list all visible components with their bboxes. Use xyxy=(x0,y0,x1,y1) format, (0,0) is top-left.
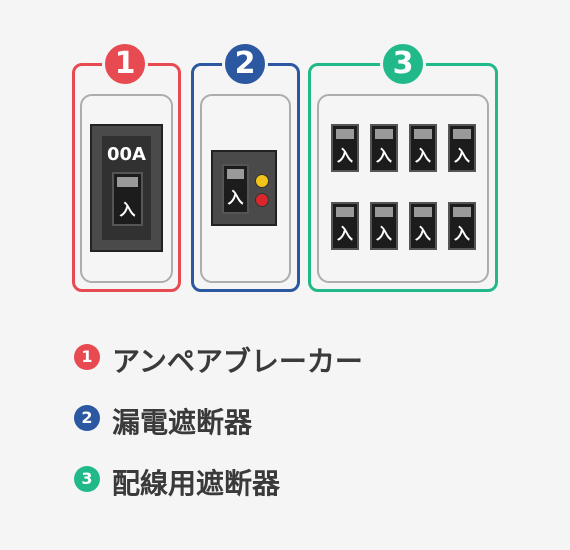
branch-breaker-switch: 入 xyxy=(370,124,398,172)
badge-3: 3 xyxy=(380,41,426,87)
earth-leakage-breaker-switch: 入 xyxy=(222,164,249,214)
legend-badge-2: 2 xyxy=(74,405,100,431)
switch-on-label: 入 xyxy=(375,146,392,165)
branch-breaker-switch: 入 xyxy=(448,202,476,250)
switch-on-label: 入 xyxy=(119,200,136,219)
legend-badge-3: 3 xyxy=(74,466,100,492)
switch-on-label: 入 xyxy=(453,224,470,243)
red-indicator-lamp xyxy=(255,193,269,207)
legend-label-3: 配線用遮断器 xyxy=(112,467,281,500)
legend-label-2: 漏電遮断器 xyxy=(112,406,253,439)
badge-2: 2 xyxy=(222,41,268,87)
branch-breaker-switch: 入 xyxy=(409,202,437,250)
legend-label-1: アンペアブレーカー xyxy=(112,345,363,378)
amp-rating-label: 00A xyxy=(107,144,146,165)
branch-breaker-housing xyxy=(317,94,489,283)
earth-leakage-breaker: 入 xyxy=(211,150,277,226)
branch-breaker-switch: 入 xyxy=(331,124,359,172)
switch-on-label: 入 xyxy=(336,146,353,165)
switch-on-label: 入 xyxy=(336,224,353,243)
branch-breaker-switch: 入 xyxy=(409,124,437,172)
ampere-breaker: 00A 入 xyxy=(90,124,163,252)
ampere-breaker-switch: 入 xyxy=(112,172,143,226)
badge-1: 1 xyxy=(102,41,148,87)
branch-breaker-switch: 入 xyxy=(448,124,476,172)
switch-on-label: 入 xyxy=(375,224,392,243)
yellow-indicator-lamp xyxy=(255,174,269,188)
switch-on-label: 入 xyxy=(414,146,431,165)
branch-breaker-switch: 入 xyxy=(331,202,359,250)
branch-breaker-switch: 入 xyxy=(370,202,398,250)
switch-on-label: 入 xyxy=(414,224,431,243)
switch-on-label: 入 xyxy=(453,146,470,165)
legend-badge-1: 1 xyxy=(74,344,100,370)
switch-on-label: 入 xyxy=(227,188,244,207)
